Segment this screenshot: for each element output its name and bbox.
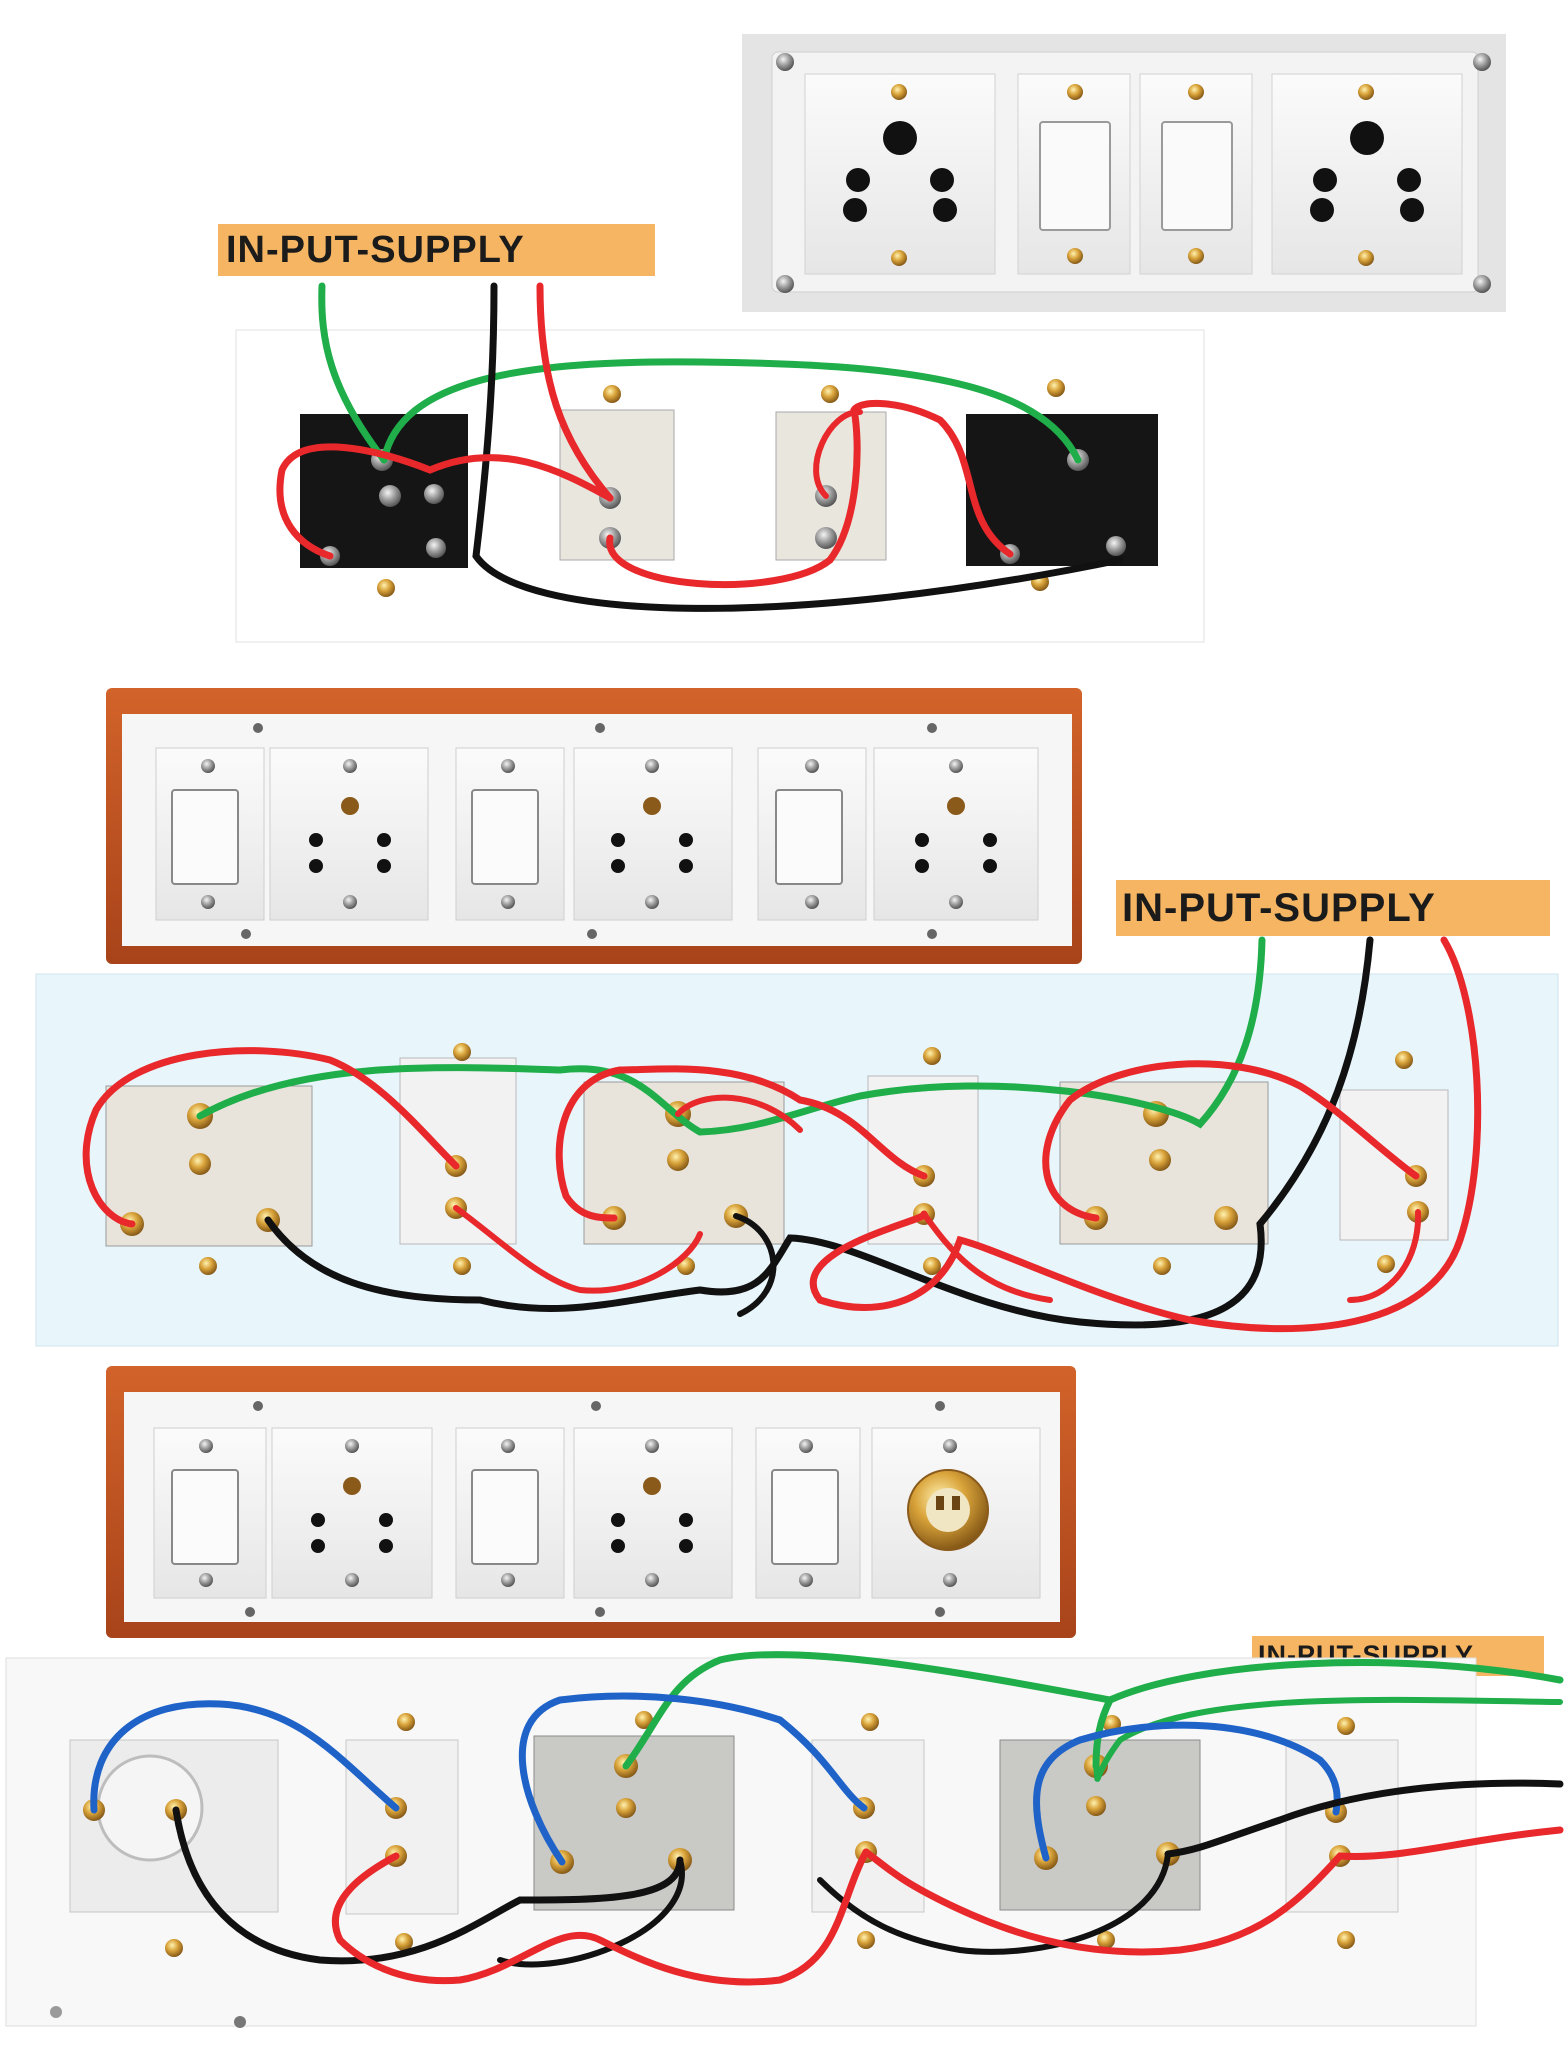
board-3-back-switch-1 (345, 1739, 459, 1915)
board-1-corner-screw (776, 53, 794, 71)
board-2-back-switch-3 (1339, 1089, 1449, 1241)
board-3-wires (90, 1651, 1564, 1986)
board-1-switch-2 (1139, 73, 1253, 275)
board-2-front (106, 688, 1082, 964)
board-2-socket-3 (873, 747, 1039, 921)
board-3-switch-2 (455, 1427, 565, 1599)
board-2-socket-2 (573, 747, 733, 921)
board-2-switch-3 (757, 747, 867, 921)
board-1-socket-1 (804, 73, 996, 275)
board-3-switch-3 (755, 1427, 861, 1599)
board-3-back (5, 1651, 1564, 2028)
board-2-socket-1 (269, 747, 429, 921)
board-3-front (106, 1366, 1076, 1638)
board-3-back-switch-3 (1285, 1739, 1399, 1913)
board-3-mount-hole (234, 2016, 246, 2028)
board-1-back (235, 282, 1205, 643)
board-3-bulb-holder (871, 1427, 1041, 1599)
board-2-switch-2 (455, 747, 565, 921)
board-1-wires (276, 282, 1124, 612)
board-1-corner-screw (1473, 53, 1491, 71)
board-1-switch-1 (1017, 73, 1131, 275)
board-2-back (35, 936, 1559, 1347)
input-supply-label-1-text: IN-PUT-SUPPLY (226, 229, 525, 271)
board-1-corner-screw (776, 275, 794, 293)
board-3-socket-1 (271, 1427, 433, 1599)
board-3-mount-hole (50, 2006, 62, 2018)
board-1-socket-2 (1271, 73, 1463, 275)
input-supply-label-1: IN-PUT-SUPPLY (218, 224, 655, 276)
board-3-socket-2 (573, 1427, 733, 1599)
board-2-wires (82, 936, 1482, 1333)
input-supply-label-2-text: IN-PUT-SUPPLY (1122, 886, 1436, 930)
input-supply-label-2: IN-PUT-SUPPLY (1116, 880, 1550, 936)
board-1-front (742, 34, 1506, 312)
board-3-switch-1 (153, 1427, 267, 1599)
board-2-switch-1 (155, 747, 265, 921)
board-1-corner-screw (1473, 275, 1491, 293)
